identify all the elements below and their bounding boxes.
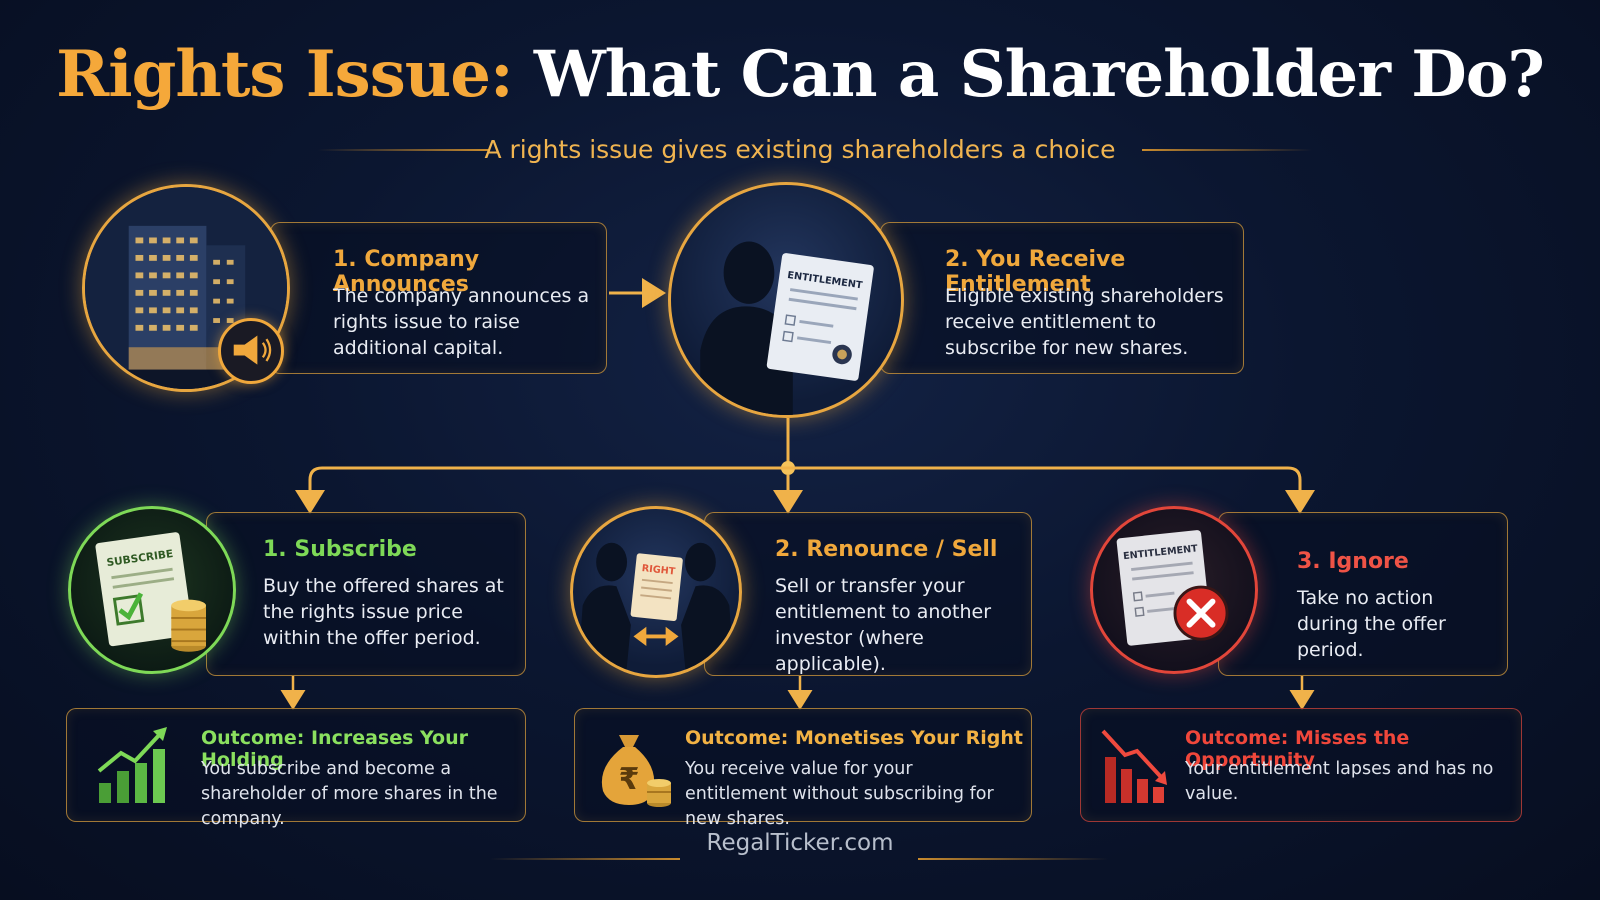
- outcome-text: Your entitlement lapses and has no value…: [1185, 759, 1494, 804]
- subtitle-rule-left: [318, 149, 488, 151]
- outcome-text: You subscribe and become a shareholder o…: [201, 759, 498, 829]
- step-card-receive-entitlement: 2. You Receive Entitlement Eligible exis…: [880, 222, 1244, 374]
- growth-chart-icon: [95, 723, 171, 805]
- footer-rule-right: [918, 858, 1108, 860]
- page-title: Rights Issue: What Can a Shareholder Do?: [0, 37, 1600, 112]
- money-bag-icon: ₹: [593, 721, 673, 809]
- step-text: Eligible existing shareholders receive e…: [945, 285, 1224, 359]
- outcome-card-increases-holding: Outcome: Increases Your Holding You subs…: [66, 708, 526, 829]
- megaphone-icon: [218, 318, 284, 384]
- option-text: Take no action during the offer period.: [1297, 587, 1446, 661]
- subtitle: A rights issue gives existing shareholde…: [484, 135, 1116, 164]
- option-text: Buy the offered shares at the rights iss…: [263, 575, 504, 649]
- entitlement-document-icon: ENTITLEMENT: [668, 182, 904, 418]
- footer-rule-left: [490, 858, 680, 860]
- option-title: 2. Renounce / Sell: [775, 537, 998, 562]
- step-text: The company announces a rights issue to …: [333, 285, 590, 359]
- option-text: Sell or transfer your entitlement to ano…: [775, 575, 992, 675]
- option-title: 1. Subscribe: [263, 537, 417, 562]
- option-card-renounce-sell: 2. Renounce / Sell Sell or transfer your…: [704, 512, 1032, 676]
- option-card-ignore: 3. Ignore Take no action during the offe…: [1218, 512, 1508, 676]
- coins-icon: [171, 599, 206, 652]
- outcome-title: Outcome: Monetises Your Right: [685, 727, 1023, 749]
- subtitle-row: A rights issue gives existing shareholde…: [0, 132, 1600, 168]
- step-title: 1. Company Announces: [333, 247, 480, 297]
- option-title: 3. Ignore: [1297, 549, 1409, 574]
- outcome-card-monetises-right: ₹ Outcome: Monetises Your Right You rece…: [574, 708, 1032, 829]
- outcome-text: You receive value for your entitlement w…: [685, 759, 994, 829]
- subtitle-rule-right: [1142, 149, 1312, 151]
- footer-brand: RegalTicker.com: [706, 830, 894, 856]
- outcome-title: Outcome: Misses the Opportunity: [1185, 727, 1410, 771]
- option-card-subscribe: 1. Subscribe Buy the offered shares at t…: [206, 512, 526, 676]
- title-main: What Can a Shareholder Do?: [533, 37, 1545, 112]
- x-mark-icon: [1173, 585, 1229, 641]
- outcome-title: Outcome: Increases Your Holding: [201, 727, 468, 771]
- title-highlight: Rights Issue:: [56, 37, 514, 112]
- step-title: 2. You Receive Entitlement: [945, 247, 1126, 297]
- svg-text:RIGHT: RIGHT: [641, 563, 676, 577]
- decline-chart-icon: [1101, 723, 1171, 805]
- outcome-card-misses-opportunity: Outcome: Misses the Opportunity Your ent…: [1080, 708, 1522, 822]
- subscribe-document-icon: SUBSCRIBE: [68, 506, 236, 674]
- handshake-icon: RIGHT: [570, 506, 742, 678]
- building-icon: [82, 184, 290, 392]
- entitlement-document-icon: ENTITLEMENT: [1090, 506, 1258, 674]
- svg-text:₹: ₹: [619, 762, 640, 797]
- branch-line: [308, 466, 1302, 505]
- step-card-company-announces: 1. Company Announces The company announc…: [270, 222, 607, 374]
